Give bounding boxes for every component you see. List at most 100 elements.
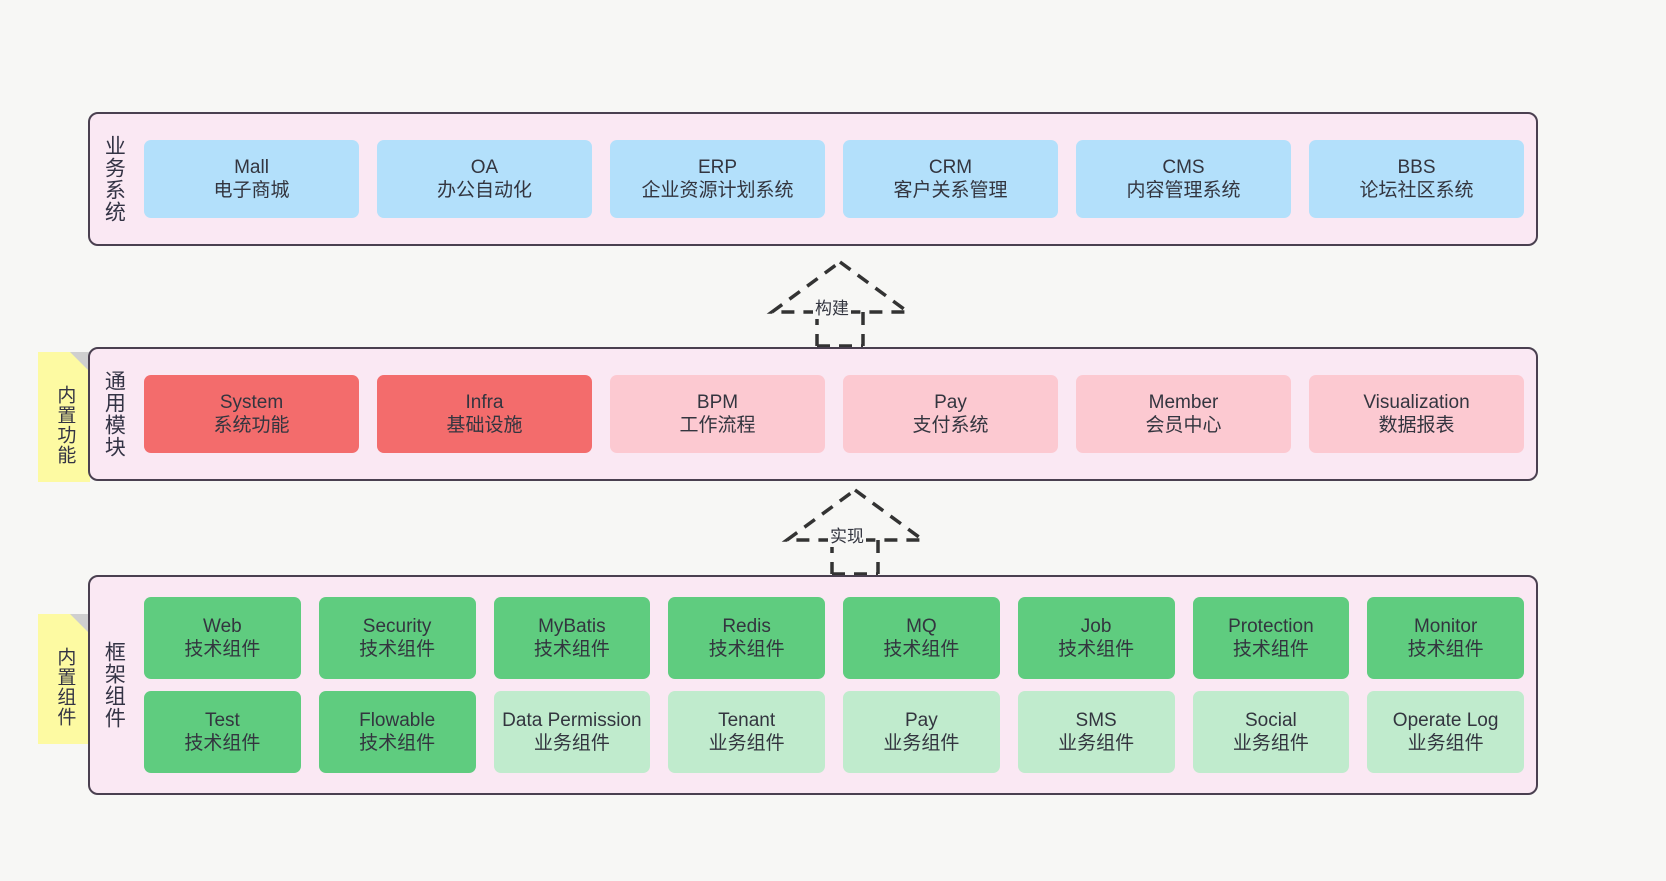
node-subtitle: 技术组件 [533, 639, 610, 660]
node-test[interactable]: Test 技术组件 [144, 691, 301, 773]
node-mq[interactable]: MQ 技术组件 [843, 597, 1000, 679]
node-subtitle: 技术组件 [359, 639, 436, 660]
node-title: Test [204, 709, 240, 731]
node-subtitle: 业务组件 [1058, 733, 1135, 754]
node-title: Member [1148, 391, 1219, 413]
node-subtitle: 业务组件 [1407, 733, 1484, 754]
connector-implement: 实现 [770, 484, 940, 576]
connector-label-build: 构建 [813, 294, 851, 319]
node-oa[interactable]: OA 办公自动化 [377, 140, 592, 218]
node-data-permission[interactable]: Data Permission 业务组件 [493, 691, 651, 773]
layer-row: Web 技术组件 Security 技术组件 MyBatis 技术组件 Redi… [144, 597, 1524, 679]
node-cms[interactable]: CMS 内容管理系统 [1076, 140, 1291, 218]
node-title: Flowable [359, 709, 436, 731]
node-tenant[interactable]: Tenant 业务组件 [668, 691, 825, 773]
node-title: Pay [934, 391, 967, 413]
node-title: Monitor [1413, 615, 1478, 637]
node-subtitle: 内容管理系统 [1126, 180, 1241, 201]
node-web[interactable]: Web 技术组件 [144, 597, 301, 679]
node-operate-log[interactable]: Operate Log 业务组件 [1367, 691, 1524, 773]
node-member[interactable]: Member 会员中心 [1076, 375, 1291, 453]
node-flowable[interactable]: Flowable 技术组件 [318, 691, 476, 773]
node-monitor[interactable]: Monitor 技术组件 [1367, 597, 1524, 679]
node-bbs[interactable]: BBS 论坛社区系统 [1309, 140, 1524, 218]
node-system[interactable]: System 系统功能 [144, 375, 359, 453]
node-subtitle: 业务组件 [533, 733, 610, 754]
node-title: Web [203, 615, 242, 637]
node-subtitle: 支付系统 [912, 415, 989, 436]
layer-title-business: 业务系统 [102, 135, 126, 223]
node-title: Social [1245, 709, 1297, 731]
note-builtin-function: 内置功能 [38, 352, 90, 482]
node-subtitle: 技术组件 [883, 639, 960, 660]
node-subtitle: 技术组件 [184, 639, 261, 660]
layer-common-module[interactable]: 通用模块 System 系统功能 Infra 基础设施 BPM 工作流程 Pay… [88, 347, 1538, 481]
dashed-arrow-icon [781, 487, 929, 576]
dashed-arrow-icon [766, 259, 914, 348]
node-title: Security [362, 615, 432, 637]
node-subtitle: 电子商城 [213, 180, 290, 201]
layer-row: System 系统功能 Infra 基础设施 BPM 工作流程 Pay 支付系统… [144, 375, 1524, 453]
node-social[interactable]: Social 业务组件 [1192, 691, 1350, 773]
node-title: Protection [1228, 615, 1314, 637]
node-pay-component[interactable]: Pay 业务组件 [843, 691, 1000, 773]
node-subtitle: 业务组件 [883, 733, 960, 754]
node-sms[interactable]: SMS 业务组件 [1017, 691, 1175, 773]
note-label: 内置功能 [54, 385, 76, 465]
node-title: BBS [1397, 156, 1436, 178]
node-infra[interactable]: Infra 基础设施 [377, 375, 592, 453]
node-title: MQ [906, 615, 937, 637]
node-subtitle: 工作流程 [679, 415, 756, 436]
node-mybatis[interactable]: MyBatis 技术组件 [493, 597, 651, 679]
node-subtitle: 业务组件 [708, 733, 785, 754]
node-security[interactable]: Security 技术组件 [318, 597, 476, 679]
note-fold-icon [70, 352, 90, 372]
layer-body-business: Mall 电子商城 OA 办公自动化 ERP 企业资源计划系统 CRM 客户关系… [136, 114, 1536, 244]
node-title: Job [1080, 615, 1112, 637]
node-protection[interactable]: Protection 技术组件 [1192, 597, 1350, 679]
note-builtin-component: 内置组件 [38, 614, 90, 744]
node-subtitle: 论坛社区系统 [1359, 180, 1474, 201]
node-title: Visualization [1363, 391, 1470, 413]
node-subtitle: 企业资源计划系统 [641, 180, 794, 201]
node-subtitle: 业务组件 [1232, 733, 1309, 754]
node-erp[interactable]: ERP 企业资源计划系统 [610, 140, 825, 218]
node-job[interactable]: Job 技术组件 [1017, 597, 1175, 679]
node-subtitle: 基础设施 [446, 415, 523, 436]
node-title: Operate Log [1392, 709, 1499, 731]
layer-business-system[interactable]: 业务系统 Mall 电子商城 OA 办公自动化 ERP 企业资源计划系统 CRM… [88, 112, 1538, 246]
node-mall[interactable]: Mall 电子商城 [144, 140, 359, 218]
node-redis[interactable]: Redis 技术组件 [668, 597, 825, 679]
node-title: Tenant [718, 709, 776, 731]
node-subtitle: 数据报表 [1378, 415, 1455, 436]
node-title: Redis [722, 615, 771, 637]
node-subtitle: 技术组件 [1058, 639, 1135, 660]
node-subtitle: 会员中心 [1145, 415, 1222, 436]
node-title: Infra [465, 391, 504, 413]
connector-build: 构建 [755, 256, 925, 348]
layer-title-common: 通用模块 [102, 370, 126, 458]
node-title: CRM [928, 156, 973, 178]
node-title: Data Permission [502, 709, 642, 731]
node-pay[interactable]: Pay 支付系统 [843, 375, 1058, 453]
node-subtitle: 技术组件 [1407, 639, 1484, 660]
node-title: SMS [1075, 709, 1117, 731]
node-visualization[interactable]: Visualization 数据报表 [1309, 375, 1524, 453]
node-title: Pay [905, 709, 938, 731]
node-title: MyBatis [538, 615, 606, 637]
node-title: System [219, 391, 284, 413]
layer-row: Test 技术组件 Flowable 技术组件 Data Permission … [144, 691, 1524, 773]
node-bpm[interactable]: BPM 工作流程 [610, 375, 825, 453]
node-subtitle: 技术组件 [1232, 639, 1309, 660]
node-crm[interactable]: CRM 客户关系管理 [843, 140, 1058, 218]
connector-label-implement: 实现 [828, 522, 866, 547]
node-subtitle: 技术组件 [708, 639, 785, 660]
layer-framework-component[interactable]: 框架组件 Web 技术组件 Security 技术组件 MyBatis 技术组件… [88, 575, 1538, 795]
layer-title-framework: 框架组件 [102, 641, 126, 729]
node-title: CMS [1162, 156, 1205, 178]
node-title: OA [470, 156, 499, 178]
node-subtitle: 技术组件 [359, 733, 436, 754]
node-subtitle: 技术组件 [184, 733, 261, 754]
note-label: 内置组件 [54, 647, 76, 727]
